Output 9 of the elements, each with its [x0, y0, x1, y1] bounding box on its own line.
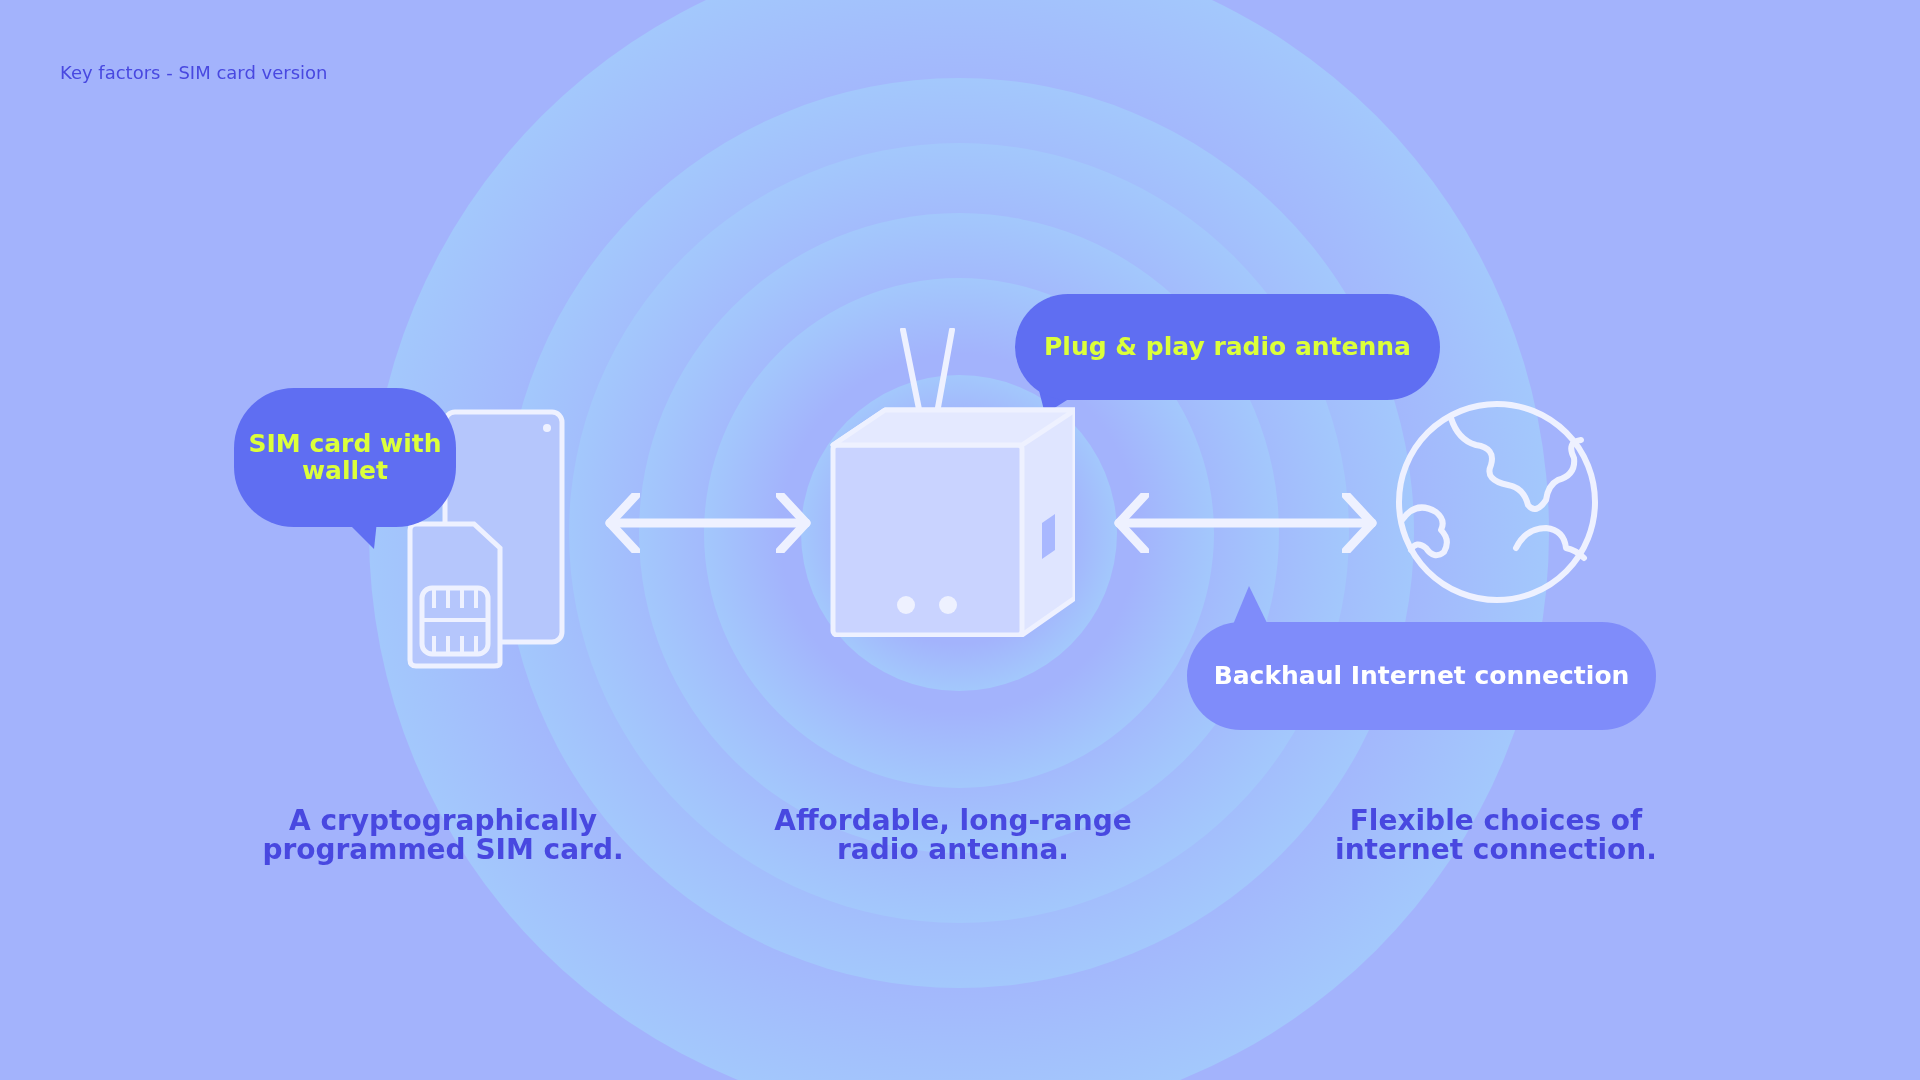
speech-bubble: Plug & play radio antenna: [1015, 294, 1440, 400]
caption: Flexible choices of internet connection.: [1334, 806, 1658, 865]
speech-bubble: SIM card with wallet: [234, 388, 456, 527]
double-arrow: [1114, 490, 1377, 556]
double-arrow: [605, 490, 811, 556]
speech-bubble: Backhaul Internet connection: [1187, 622, 1656, 730]
caption: Affordable, long-range radio antenna.: [773, 806, 1133, 865]
page-title: Key factors - SIM card version: [60, 62, 328, 83]
caption: A cryptographically programmed SIM card.: [261, 806, 625, 865]
